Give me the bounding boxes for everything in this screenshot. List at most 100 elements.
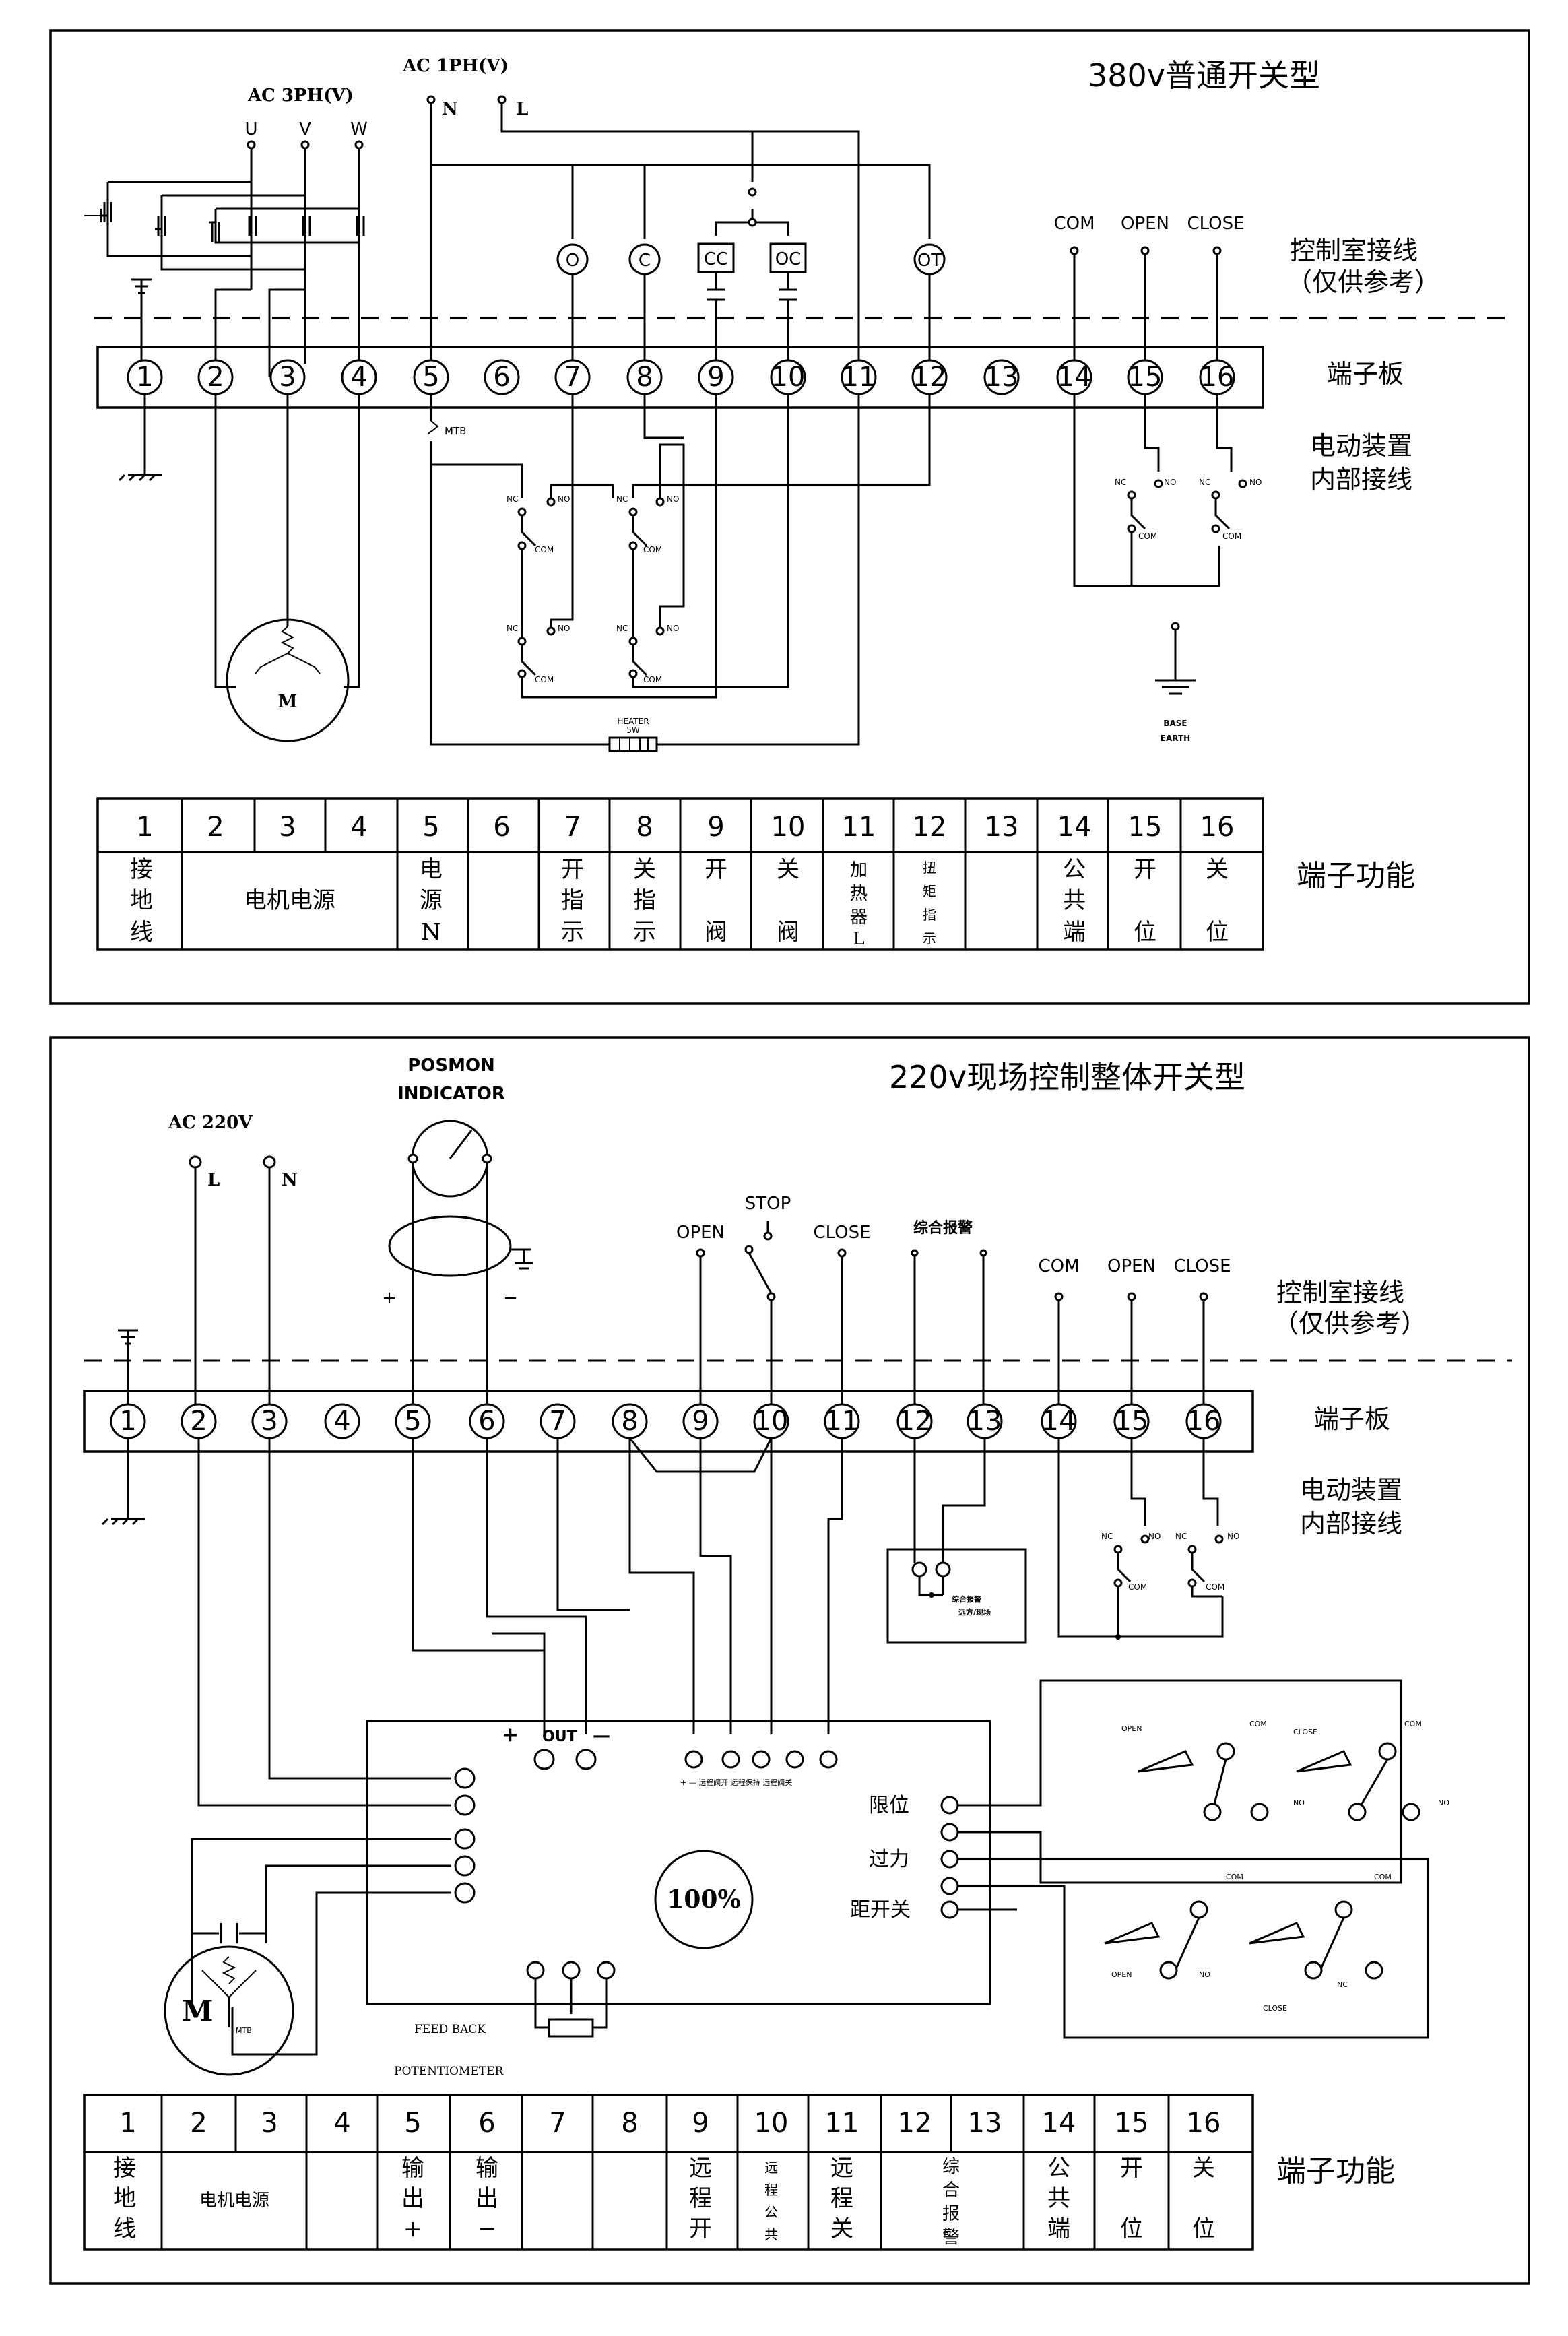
svg-text:6: 6 <box>478 2108 495 2139</box>
indicator-cc: CC <box>697 242 735 364</box>
svg-text:COM: COM <box>1404 1720 1422 1728</box>
phase-capacitors <box>103 202 365 242</box>
svg-text:7: 7 <box>564 362 581 393</box>
svg-text:远方/现场: 远方/现场 <box>958 1607 991 1617</box>
control-room-label-2: 控制室接线 <box>1276 1278 1404 1307</box>
svg-text:关: 关 <box>777 856 799 883</box>
svg-text:3: 3 <box>279 812 296 843</box>
l-point <box>497 95 507 104</box>
svg-text:位: 位 <box>1134 919 1156 946</box>
alarm-box <box>886 1548 1027 1644</box>
svg-text:12: 12 <box>898 2108 932 2139</box>
internal-label-2: 内部接线 <box>1310 465 1412 494</box>
svg-text:OPEN: OPEN <box>1121 1724 1142 1733</box>
svg-text:8: 8 <box>636 812 653 843</box>
svg-text:13: 13 <box>985 812 1019 843</box>
svg-text:NC: NC <box>1199 478 1210 487</box>
svg-text:出: 出 <box>401 2185 424 2212</box>
svg-text:源: 源 <box>420 887 443 914</box>
svg-text:2: 2 <box>207 362 224 393</box>
phase-w-label: W <box>350 119 368 139</box>
terminal-function-table-2: 1 2 3 4 5 6 7 8 9 10 11 12 13 14 15 16 接… <box>83 2094 1254 2251</box>
svg-text:示: 示 <box>633 919 656 946</box>
svg-text:9: 9 <box>692 2108 709 2139</box>
svg-text:NO: NO <box>558 624 570 633</box>
stop-label: STOP <box>745 1194 791 1214</box>
svg-text:电机电源: 电机电源 <box>244 887 335 914</box>
svg-text:线: 线 <box>113 2215 136 2242</box>
svg-text:5: 5 <box>422 362 439 393</box>
svg-text:—: — <box>593 1726 610 1746</box>
svg-text:11: 11 <box>825 1406 859 1437</box>
svg-text:NO: NO <box>558 494 570 504</box>
internal-label-3: 电动装置 <box>1300 1475 1402 1505</box>
terminal-board-2 <box>83 1390 1254 1453</box>
heater-icon <box>608 736 658 752</box>
svg-text:阀: 阀 <box>777 919 799 946</box>
svg-text:热: 热 <box>850 884 868 904</box>
com-label-2: COM <box>1038 1256 1079 1276</box>
svg-text:OC: OC <box>775 249 802 269</box>
svg-text:COM: COM <box>1128 1582 1147 1592</box>
svg-text:2: 2 <box>190 1406 207 1437</box>
svg-text:程: 程 <box>689 2185 712 2212</box>
svg-text:NC: NC <box>507 494 518 504</box>
svg-text:指: 指 <box>923 907 936 923</box>
svg-text:3: 3 <box>261 1406 277 1437</box>
svg-text:8: 8 <box>621 1406 638 1437</box>
svg-text:CLOSE: CLOSE <box>1293 1728 1317 1737</box>
svg-text:共: 共 <box>1063 887 1086 914</box>
terminal-function-label-1: 端子功能 <box>1297 859 1415 893</box>
svg-text:NO: NO <box>1293 1798 1305 1807</box>
svg-text:11: 11 <box>842 362 876 393</box>
svg-text:COM: COM <box>1138 531 1157 541</box>
svg-text:7: 7 <box>549 2108 566 2139</box>
svg-text:NO: NO <box>1227 1532 1239 1541</box>
svg-text:综合报警: 综合报警 <box>952 1594 981 1604</box>
svg-text:开: 开 <box>705 856 727 883</box>
svg-text:阀: 阀 <box>705 919 727 946</box>
svg-text:1: 1 <box>136 362 153 393</box>
svg-text:−: − <box>503 1288 518 1308</box>
svg-text:14: 14 <box>1057 362 1092 393</box>
svg-text:6: 6 <box>478 1406 495 1437</box>
ac1ph-label: AC 1PH(V) <box>402 56 509 76</box>
svg-text:报: 报 <box>942 2204 960 2224</box>
com-label: COM <box>1053 214 1095 234</box>
svg-text:9: 9 <box>692 1406 709 1437</box>
svg-text:接: 接 <box>113 2155 136 2182</box>
svg-text:关: 关 <box>633 856 656 883</box>
svg-text:共: 共 <box>764 2226 778 2242</box>
svg-text:公: 公 <box>764 2204 778 2220</box>
svg-text:扭: 扭 <box>923 859 936 876</box>
svg-text:CC: CC <box>704 249 728 269</box>
svg-text:NO: NO <box>1148 1532 1161 1541</box>
motor-icon-2 <box>164 1945 294 2076</box>
svg-text:NC: NC <box>507 624 518 633</box>
svg-text:−: − <box>478 2215 497 2242</box>
ac3ph-label: AC 3PH(V) <box>247 86 354 106</box>
svg-text:FEED BACK: FEED BACK <box>414 2023 486 2036</box>
svg-text:位: 位 <box>1206 919 1229 946</box>
svg-text:+ — 远程阀开 远程保持 远程阀关: + — 远程阀开 远程保持 远程阀关 <box>680 1778 792 1787</box>
ground-icon <box>131 278 152 364</box>
svg-text:16: 16 <box>1200 362 1235 393</box>
phase-u-label: U <box>244 119 257 139</box>
svg-text:COM: COM <box>1374 1873 1392 1881</box>
svg-text:公: 公 <box>1047 2155 1070 2182</box>
svg-text:程: 程 <box>764 2182 778 2198</box>
svg-text:POTENTIOMETER: POTENTIOMETER <box>394 2065 504 2078</box>
svg-text:开: 开 <box>561 856 584 883</box>
close-label-2: CLOSE <box>813 1223 870 1243</box>
l220-label: L <box>207 1170 220 1190</box>
svg-text:地: 地 <box>130 887 153 914</box>
svg-text:NC: NC <box>1337 1980 1348 1989</box>
terminals-row: 1 2 3 4 5 6 7 8 9 10 11 12 13 14 15 16 <box>127 359 1235 395</box>
svg-text:100%: 100% <box>667 1885 740 1914</box>
svg-text:10: 10 <box>754 2108 789 2139</box>
svg-text:远: 远 <box>830 2155 853 2182</box>
svg-text:12: 12 <box>913 812 947 843</box>
svg-text:指: 指 <box>633 887 656 914</box>
open-label: OPEN <box>1121 214 1169 234</box>
svg-text:限位: 限位 <box>869 1794 909 1817</box>
